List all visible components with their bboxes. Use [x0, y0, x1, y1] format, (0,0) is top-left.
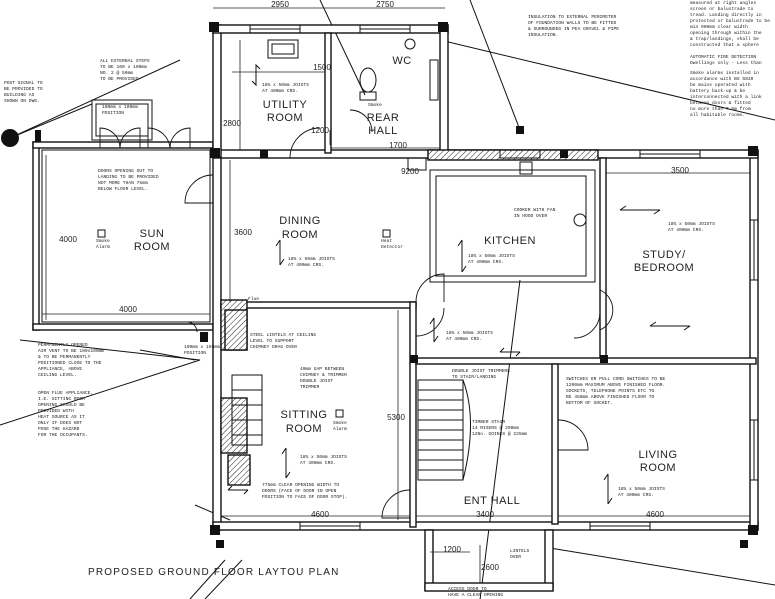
dimension-lines [42, 7, 750, 583]
ent-hall-label: ENT HALL [464, 495, 520, 507]
note-vent: PERMANENTLY OPENED AIR VENT TO BE 100x10… [38, 342, 107, 378]
dining-label-2: ROOM [282, 229, 318, 241]
living-label-1: LIVING [638, 449, 677, 461]
doors [184, 109, 614, 519]
dim-bottom-left: 4600 [311, 510, 329, 519]
room-labels: SUN ROOM UTILITY ROOM WC REAR HALL DININ… [134, 55, 694, 507]
windows [249, 24, 759, 531]
note-flue: Flue [248, 296, 259, 302]
fixtures [267, 38, 587, 227]
note-left-side: POST SIGNAL TO BE PROVIDED TO BUILDING A… [4, 80, 45, 104]
note-sun-doors: DOORS OPENING OUT TO LANDING TO BE PROVI… [98, 168, 161, 192]
staircase [231, 374, 471, 481]
sun-room [32, 99, 214, 331]
rear-hall-label-1: REAR [367, 112, 400, 124]
utility-label-2: ROOM [267, 112, 303, 124]
note-timber-stair: TIMBER STAIR 14 RISERS @ 200mm 12No. GOI… [472, 419, 527, 437]
sitting-label-1: SITTING [281, 409, 328, 421]
dim-bottom-right: 4600 [646, 510, 664, 519]
dim-dining-gap: 9200 [401, 167, 419, 176]
sun-room-label-1: SUN [140, 228, 165, 240]
plan-title: PROPOSED GROUND FLOOR LAYTOU PLAN [88, 567, 340, 578]
grid-marker [1, 129, 19, 147]
dim-bottom-mid: 3400 [476, 510, 494, 519]
dim-dining-height: 3600 [234, 228, 252, 237]
joist-arrows [227, 63, 691, 505]
wc-label: WC [392, 55, 411, 67]
sitting-label-2: ROOM [286, 423, 322, 435]
note-open-flue: OPEN FLUE APPLIANCE, I.E. SITTING ROOM O… [38, 390, 96, 438]
dim-rear-hall-height: 1200 [311, 126, 329, 135]
dim-utility-width: 1500 [313, 63, 331, 72]
study-label-1: STUDY/ [642, 249, 686, 261]
dim-rear-hall-width: 1700 [389, 141, 407, 150]
note-fire-detection: Smoke alarms installed in accordance wit… [690, 70, 764, 118]
dim-study-width: 3500 [671, 166, 689, 175]
sun-room-label-2: ROOM [134, 241, 170, 253]
corner-posts [35, 22, 758, 548]
dim-sun-height: 4000 [59, 235, 77, 244]
dim-top-left: 2950 [271, 0, 289, 9]
dim-sitting-height: 5300 [387, 413, 405, 422]
dining-label-1: DINING [279, 215, 321, 227]
detector-symbols [97, 229, 391, 418]
dim-utility-height: 2800 [223, 119, 241, 128]
dim-top-right: 2750 [376, 0, 394, 9]
dimension-labels: 2950 2750 1500 2800 1200 1700 9200 3600 … [59, 0, 689, 572]
rear-hall-label-2: HALL [368, 125, 398, 137]
dim-porch-depth: 2600 [481, 563, 499, 572]
note-clear-opening: 775mm CLEAR OPENING WIDTH TO DOORS (FACE… [262, 482, 347, 500]
note-insulation: INSULATION TO EXTERNAL PERIMETER OF FOUN… [528, 14, 622, 38]
note-left-top: ALL EXTERNAL STEPS TO BE 100 x 100mm NO.… [100, 58, 152, 82]
dim-sun-width: 4000 [119, 305, 137, 314]
note-steel-lintels: STEEL LINTELS AT CEILING LEVEL TO SUPPOR… [250, 332, 319, 350]
utility-label-1: UTILITY [263, 99, 308, 111]
note-switches: SWITCHES OR PULL CORD SWITCHES TO BE 120… [566, 376, 668, 406]
note-top-right: measured at right angles screen or balus… [690, 0, 773, 48]
dim-porch-width: 1200 [443, 545, 461, 554]
note-smoke-alarm-wc: Smoke [368, 102, 382, 108]
living-label-2: ROOM [640, 462, 676, 474]
study-label-2: BEDROOM [634, 262, 694, 274]
note-double-joist-1: 40mm GAP BETWEEN CHIMNEY & TRIMMER DOUBL… [300, 366, 350, 390]
kitchen-label: KITCHEN [484, 235, 536, 247]
